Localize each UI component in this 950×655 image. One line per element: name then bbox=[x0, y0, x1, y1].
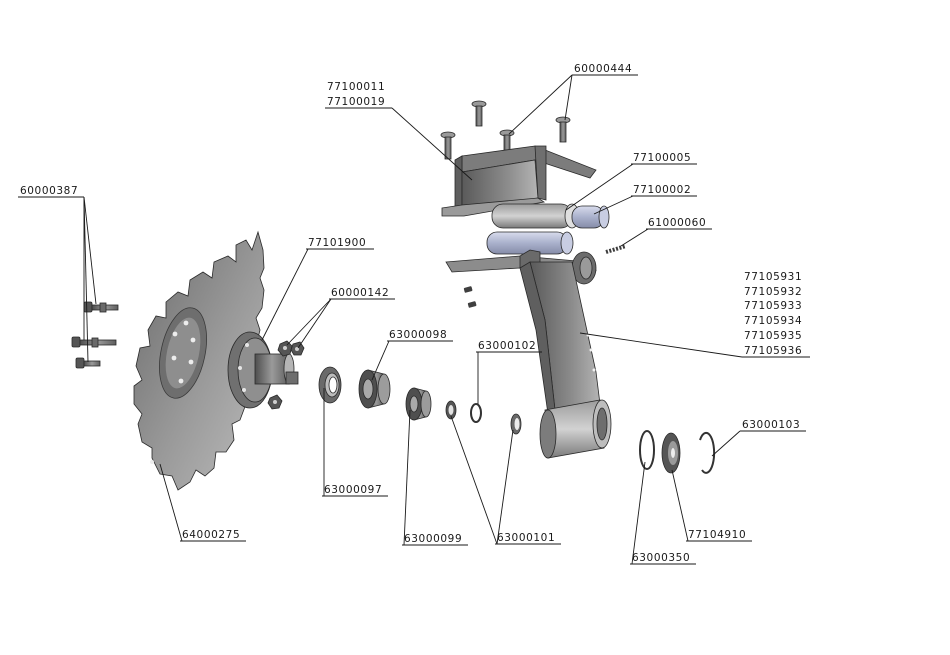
label-77105931: 77105931 bbox=[744, 271, 802, 283]
shafts-part bbox=[487, 204, 609, 254]
callout-63000099: 63000099 bbox=[402, 410, 468, 545]
label-60000142: 60000142 bbox=[331, 287, 389, 299]
right-rings-part bbox=[640, 431, 714, 473]
callout-77105931-group: 77105931 77105932 77105933 77105934 7710… bbox=[580, 271, 810, 357]
label-64000275: 64000275 bbox=[182, 529, 240, 541]
label-77101900: 77101900 bbox=[308, 237, 366, 249]
label-63000099: 63000099 bbox=[404, 533, 462, 545]
arm-assembly-part bbox=[446, 250, 611, 458]
label-77100019: 77100019 bbox=[327, 96, 385, 108]
label-63000103: 63000103 bbox=[742, 419, 800, 431]
label-77100005: 77100005 bbox=[633, 152, 691, 164]
label-63000350: 63000350 bbox=[632, 552, 690, 564]
label-61000060: 61000060 bbox=[648, 217, 706, 229]
washers-part bbox=[446, 401, 521, 434]
callout-77100011: 77100011 77100019 bbox=[325, 81, 472, 180]
callout-63000102: 63000102 bbox=[476, 340, 542, 404]
label-63000098: 63000098 bbox=[389, 329, 447, 341]
label-63000101: 63000101 bbox=[497, 532, 555, 544]
label-77105932: 77105932 bbox=[744, 286, 802, 298]
label-77100002: 77100002 bbox=[633, 184, 691, 196]
label-77100011: 77100011 bbox=[327, 81, 385, 93]
callout-60000142: 60000142 bbox=[287, 287, 395, 348]
callout-77100002: 77100002 bbox=[594, 184, 697, 214]
label-60000387: 60000387 bbox=[20, 185, 78, 197]
seal-part bbox=[319, 367, 341, 403]
callout-63000103: 63000103 bbox=[712, 419, 806, 456]
label-63000102: 63000102 bbox=[478, 340, 536, 352]
callout-60000387: 60000387 bbox=[18, 185, 96, 362]
callout-77100005: 77100005 bbox=[566, 152, 697, 210]
bolts-group-part bbox=[72, 302, 118, 368]
bearing-part bbox=[359, 370, 390, 408]
label-63000097: 63000097 bbox=[324, 484, 382, 496]
label-77105933: 77105933 bbox=[744, 300, 802, 312]
label-60000444: 60000444 bbox=[574, 63, 632, 75]
label-77105934: 77105934 bbox=[744, 315, 802, 327]
callout-61000060: 61000060 bbox=[621, 217, 712, 246]
label-77104910: 77104910 bbox=[688, 529, 746, 541]
callout-63000350: 63000350 bbox=[630, 462, 696, 564]
label-77105935: 77105935 bbox=[744, 330, 802, 342]
callout-63000098: 63000098 bbox=[372, 329, 453, 380]
callout-60000444: 60000444 bbox=[509, 63, 638, 134]
callout-77104910: 77104910 bbox=[672, 470, 752, 541]
label-77105936: 77105936 bbox=[744, 345, 802, 357]
